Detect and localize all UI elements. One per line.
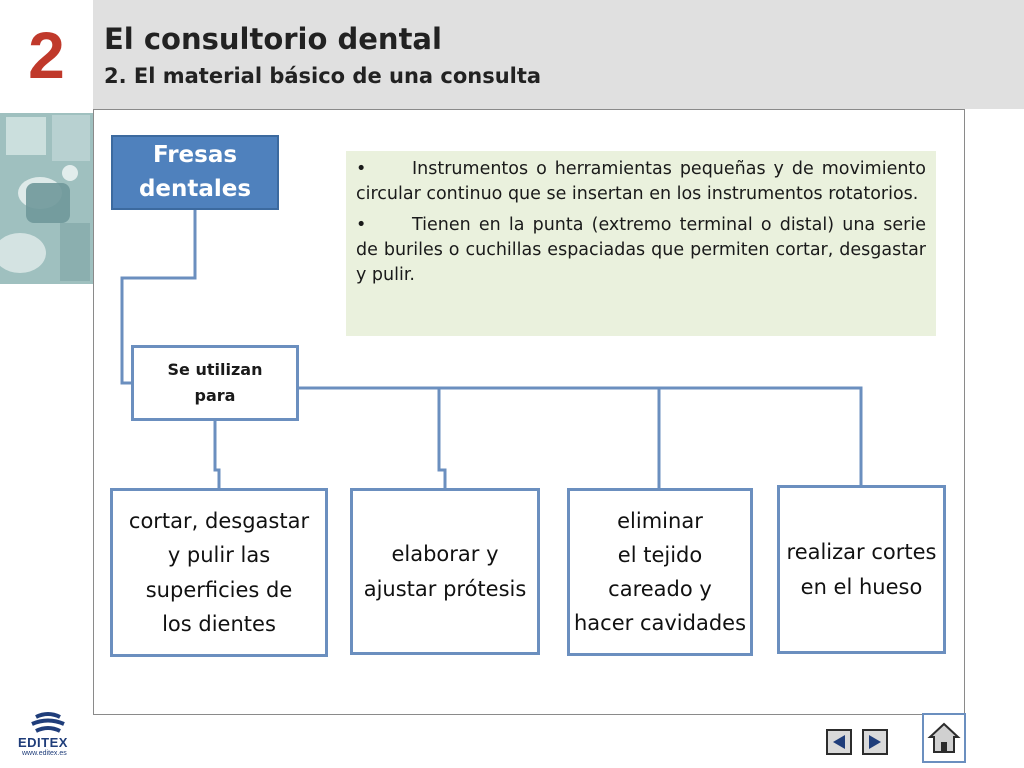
use-4-line-2: en el hueso (800, 574, 923, 599)
use-1-line-4: los dientes (162, 611, 276, 636)
triangle-right-icon (869, 735, 881, 749)
fresas-dentales-box: Fresas dentales (111, 135, 279, 210)
bullet-icon: • (356, 159, 367, 179)
root-line-2: dentales (138, 175, 252, 202)
use-box-hueso: realizar cortes en el hueso (777, 485, 946, 654)
connector-line-2: para (194, 386, 236, 405)
use-1-line-1: cortar, desgastar (128, 509, 310, 534)
description-panel: •Instrumentos o herramientas pequeñas y … (346, 151, 936, 336)
previous-slide-button[interactable] (826, 729, 852, 755)
root-line-1: Fresas (152, 142, 238, 169)
page-title: El consultorio dental (104, 22, 442, 56)
use-1-line-3: superficies de (145, 577, 293, 602)
use-3-line-1: eliminar (617, 508, 703, 533)
description-item: •Tienen en la punta (extremo terminal o … (356, 213, 926, 288)
use-2-line-1: elaborar y (391, 542, 499, 567)
description-text-1: Instrumentos o herramientas pequeñas y d… (356, 159, 926, 205)
use-1-line-2: y pulir las (167, 543, 271, 568)
use-box-cavidades: eliminar el tejido careado y hacer cavid… (567, 488, 753, 656)
use-box-protesis: elaborar y ajustar prótesis (350, 488, 540, 655)
description-text-2: Tienen en la punta (extremo terminal o d… (356, 215, 926, 286)
use-3-line-4: hacer cavidades (573, 611, 747, 636)
use-2-line-2: ajustar prótesis (363, 576, 527, 601)
use-3-line-3: careado y (608, 577, 712, 601)
header-band (93, 0, 1024, 109)
dental-clinic-photo (0, 113, 93, 284)
se-utilizan-para-box: Se utilizan para (131, 345, 299, 421)
description-item: •Instrumentos o herramientas pequeñas y … (356, 157, 926, 207)
home-icon (927, 722, 961, 753)
bullet-icon: • (356, 215, 367, 236)
editex-logo-icon (31, 712, 65, 733)
chapter-number: 2 (28, 17, 65, 92)
use-4-line-1: realizar cortes (786, 540, 937, 565)
connector-line-1: Se utilizan (167, 360, 263, 380)
home-button[interactable] (922, 713, 966, 763)
use-3-line-2: el tejido (617, 542, 703, 567)
next-slide-button[interactable] (862, 729, 888, 755)
use-box-cortar: cortar, desgastar y pulir las superficie… (110, 488, 328, 657)
page-subtitle: 2. El material básico de una consulta (104, 64, 542, 88)
logo-text: EDITEX (18, 735, 68, 750)
logo-url: www.editex.es (22, 750, 67, 757)
triangle-left-icon (833, 735, 845, 749)
